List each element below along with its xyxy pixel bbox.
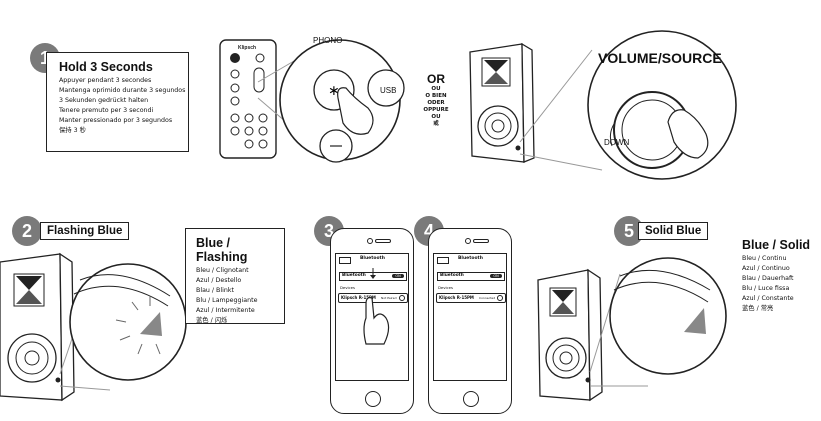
bluetooth-toggle[interactable]: ON xyxy=(490,274,502,278)
home-button[interactable] xyxy=(463,391,479,407)
devices-label: Devices xyxy=(340,285,355,290)
step-1-line-zh: 保持 3 秒 xyxy=(59,127,86,134)
step-1-line-de: 3 Sekunden gedrückt halten xyxy=(59,97,149,104)
or-zh: 或 xyxy=(433,121,439,127)
step-5-line-fr: Bleu / Continu xyxy=(742,255,787,262)
device-status: Not Paired xyxy=(381,295,397,300)
step-5-line-it: Blu / Luce fissa xyxy=(742,285,790,292)
down-label: DOWN xyxy=(604,138,630,147)
step-1-line-it: Tenere premuto per 3 secondi xyxy=(59,107,154,114)
step-5-line-pt: Azul / Constante xyxy=(742,295,794,302)
step-2-line-es: Azul / Destello xyxy=(196,277,242,284)
step-2-line-pt: Azul / Intermitente xyxy=(196,307,255,314)
remote-illustration: ∗ xyxy=(219,39,405,163)
device-status: Connected xyxy=(479,295,496,300)
step-1-instruction-box: Hold 3 Seconds Appuyer pendant 3 seconde… xyxy=(46,52,189,152)
or-block: OR OU O BIEN ODER OPPURE OU 或 xyxy=(416,72,456,128)
led-solid-icon xyxy=(684,308,706,334)
step-2-line-de: Blau / Blinkt xyxy=(196,287,234,294)
led-flashing-icon xyxy=(140,312,162,336)
finger-press-icon xyxy=(337,87,374,135)
toggle-row-label: Bluetooth xyxy=(342,273,366,278)
step-2-instruction-box: Blue / Flashing Bleu / Clignotant Azul /… xyxy=(185,228,285,324)
step-5-instruction-box: Blue / Solid Bleu / Continu Azul / Conti… xyxy=(738,232,814,314)
finger-tap-icon xyxy=(363,268,390,345)
speaker-volume-illustration xyxy=(469,30,737,180)
back-button[interactable] xyxy=(339,257,351,264)
step-2-title: Blue / Flashing xyxy=(196,236,248,264)
or-es: O BIEN xyxy=(425,93,447,99)
toggle-row-label: Bluetooth xyxy=(440,273,464,278)
remote-usb-label: USB xyxy=(380,86,397,95)
step-1-title: Hold 3 Seconds xyxy=(59,60,153,74)
phone-3-header: Bluetooth xyxy=(360,256,385,261)
step-2-line-zh: 蓝色 / 闪烁 xyxy=(196,317,228,324)
bluetooth-toggle-row: Bluetooth ON xyxy=(437,272,505,281)
bluetooth-toggle[interactable]: ON xyxy=(392,274,404,278)
svg-text:∗: ∗ xyxy=(328,83,340,99)
step-5-line-de: Blau / Dauerhaft xyxy=(742,275,794,282)
or-title: OR xyxy=(427,72,445,86)
phone-4-header: Bluetooth xyxy=(458,256,483,261)
remote-phono-label: PHONO xyxy=(313,36,343,45)
step-1-line-fr: Appuyer pendant 3 secondes xyxy=(59,77,152,84)
step-5-title: Blue / Solid xyxy=(742,238,811,252)
home-button[interactable] xyxy=(365,391,381,407)
or-it: OPPURE xyxy=(423,107,449,113)
finger-turn-icon xyxy=(667,109,709,159)
phone-4-screen: Bluetooth Bluetooth ON Devices Klipsch R… xyxy=(433,253,507,381)
device-name: Klipsch R-15PM xyxy=(439,295,474,300)
power-button-icon xyxy=(230,53,240,63)
step-1-line-pt: Manter pressionado por 3 segundos xyxy=(59,117,173,124)
volume-source-label: VOLUME/SOURCE xyxy=(598,50,722,66)
or-de: ODER xyxy=(427,100,445,106)
step-1-line-es: Mantenga oprimido durante 3 segundos xyxy=(59,87,186,94)
step-2-line-it: Blu / Lampeggiante xyxy=(196,297,258,304)
remote-brand: Klipsch xyxy=(238,45,257,51)
or-fr: OU xyxy=(431,86,441,92)
back-button[interactable] xyxy=(437,257,449,264)
step-5-line-zh: 蓝色 / 常亮 xyxy=(742,305,774,312)
device-row[interactable]: Klipsch R-15PM Connected xyxy=(436,293,506,303)
step-5-line-es: Azul / Continuo xyxy=(742,265,790,272)
step-2-badge: 2 xyxy=(12,216,42,246)
phone-4: Bluetooth Bluetooth ON Devices Klipsch R… xyxy=(428,228,512,414)
speaker-solid-illustration xyxy=(537,257,727,402)
info-icon[interactable] xyxy=(399,295,405,301)
step-2-tab: Flashing Blue xyxy=(40,222,130,240)
info-icon[interactable] xyxy=(497,295,503,301)
devices-label: Devices xyxy=(438,285,453,290)
step-5-tab: Solid Blue xyxy=(638,222,709,240)
step-2-line-fr: Bleu / Clignotant xyxy=(196,267,249,274)
or-pt: OU xyxy=(431,114,441,120)
speaker-flashing-illustration xyxy=(0,252,187,402)
device-name: Klipsch R-15PM xyxy=(341,295,376,300)
